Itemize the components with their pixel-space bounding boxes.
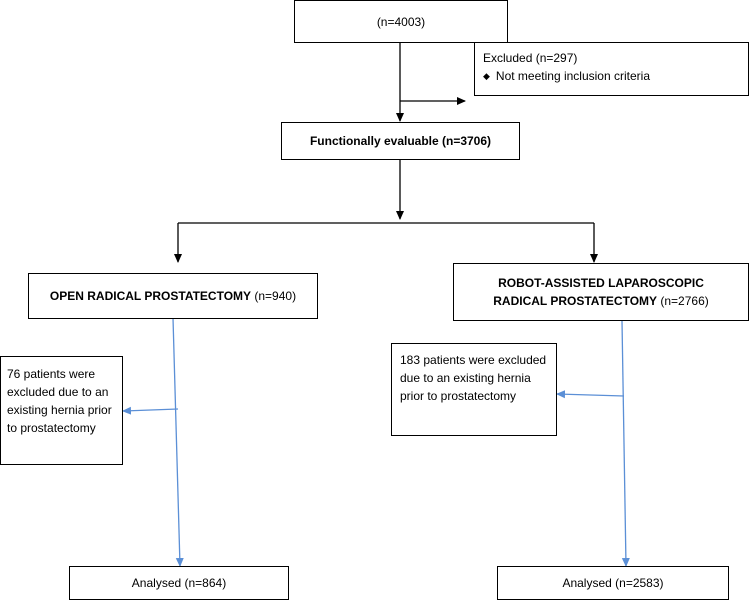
robot-surgery-n: (n=2766)	[657, 294, 709, 308]
open-analysed-box: Analysed (n=864)	[69, 566, 289, 600]
total-box: (n=4003)	[294, 0, 508, 43]
diamond-bullet-icon: ◆	[483, 71, 490, 81]
arrow-open-to-analysed	[172, 317, 184, 567]
evaluable-label: Functionally evaluable (n=3706)	[309, 134, 492, 148]
arrow-robot-exclusion	[556, 390, 625, 399]
open-surgery-box: OPEN RADICAL PROSTATECTOMY (n=940)	[28, 273, 318, 319]
arrow-robot-to-analysed	[621, 320, 630, 567]
excluded-title: Excluded (n=297)	[483, 51, 578, 65]
robot-exclusion-box: 183 patients were excluded due to an exi…	[391, 343, 557, 436]
excluded-bullet-text: Not meeting inclusion criteria	[495, 69, 650, 83]
arrow-open-exclusion	[122, 406, 179, 415]
robot-analysed-label: Analysed (n=2583)	[562, 576, 664, 590]
robot-exclusion-text: 183 patients were excluded due to an exi…	[400, 353, 547, 403]
robot-surgery-box: ROBOT-ASSISTED LAPAROSCOPIC RADICAL PROS…	[453, 263, 749, 321]
open-surgery-title: OPEN RADICAL PROSTATECTOMY	[49, 289, 252, 303]
open-surgery-n: (n=940)	[251, 289, 297, 303]
excluded-bullet-row: ◆ Not meeting inclusion criteria	[483, 68, 740, 84]
evaluable-box: Functionally evaluable (n=3706)	[281, 122, 520, 160]
robot-analysed-box: Analysed (n=2583)	[497, 566, 729, 600]
open-exclusion-text: 76 patients were excluded due to an exis…	[7, 367, 112, 435]
robot-surgery-title-1: ROBOT-ASSISTED LAPAROSCOPIC	[498, 276, 704, 290]
total-label: (n=4003)	[376, 14, 426, 29]
robot-surgery-title-2: RADICAL PROSTATECTOMY	[493, 294, 658, 308]
open-exclusion-box: 76 patients were excluded due to an exis…	[0, 356, 123, 465]
open-analysed-label: Analysed (n=864)	[131, 576, 227, 590]
excluded-box: Excluded (n=297) ◆ Not meeting inclusion…	[474, 42, 749, 96]
